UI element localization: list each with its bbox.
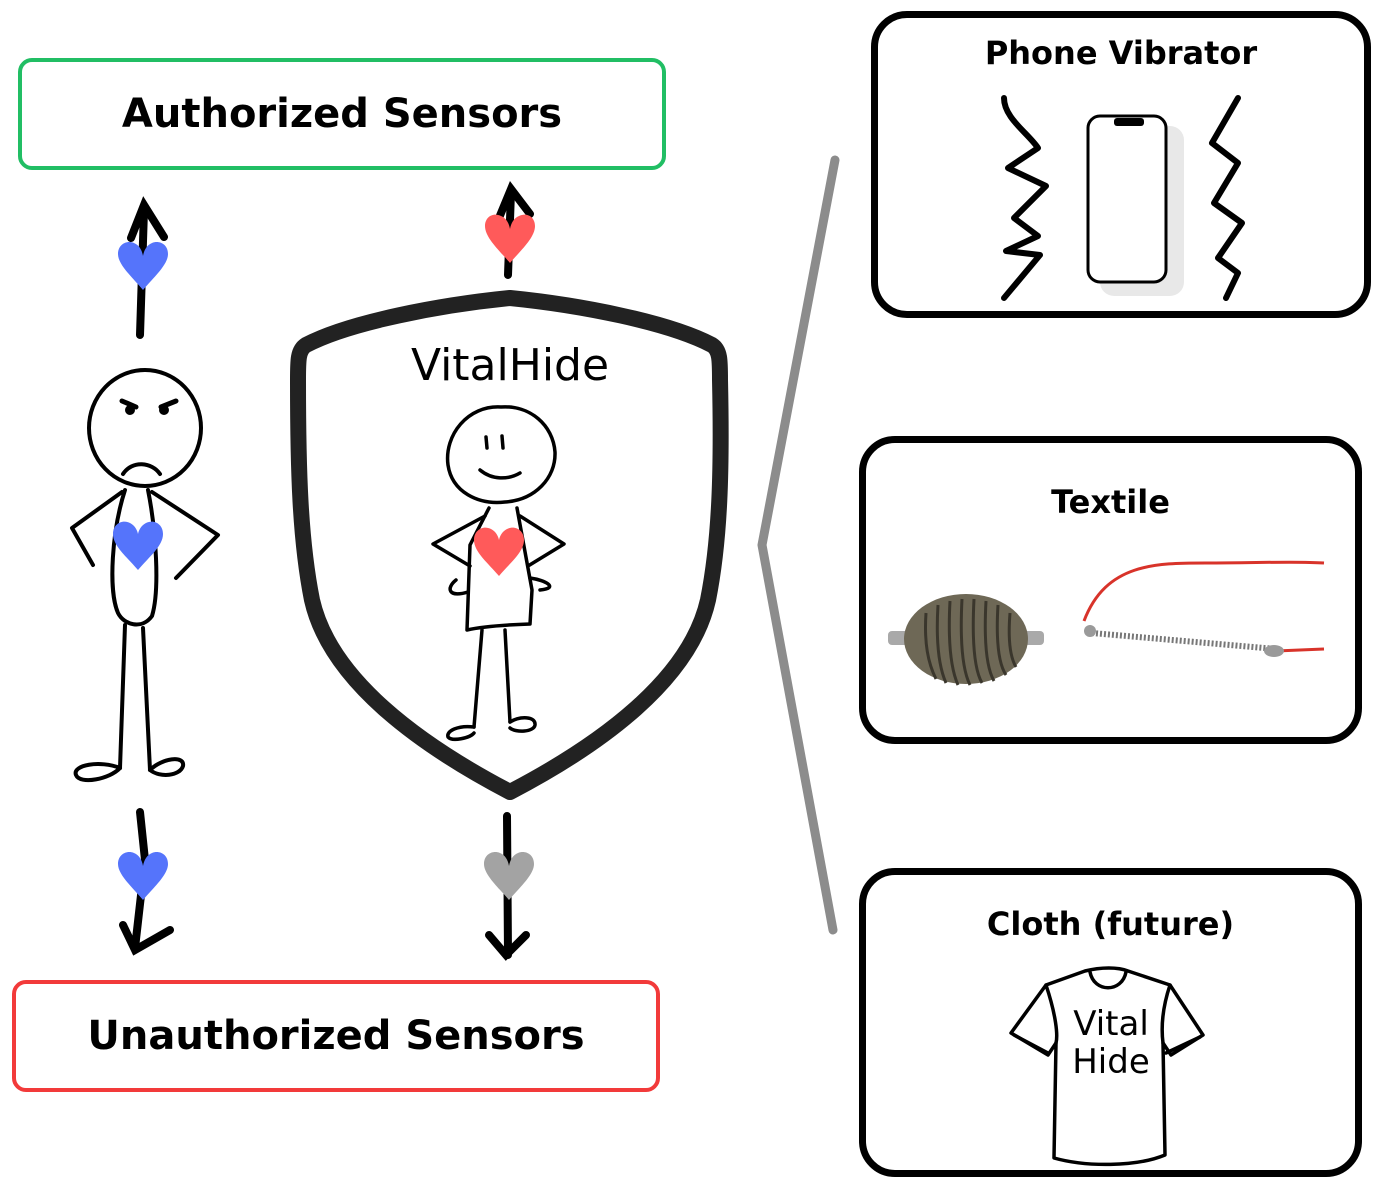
unauthorized-sensors-box: Unauthorized Sensors [12, 980, 660, 1092]
t-shirt-icon [1009, 966, 1205, 1167]
unprotected-person-figure [70, 368, 220, 783]
protected-person-figure [431, 405, 566, 741]
heart-red-up-icon [485, 214, 535, 263]
card-title-phone-vibrator: Phone Vibrator [984, 34, 1258, 72]
authorized-sensors-box: Authorized Sensors [18, 58, 666, 170]
implementations-bracket [757, 155, 840, 935]
card-title-textile: Textile [1051, 483, 1170, 521]
authorized-sensors-label: Authorized Sensors [121, 91, 563, 137]
card-phone-vibrator: Phone Vibrator [871, 11, 1371, 318]
heart-blue-chest-icon [113, 521, 163, 570]
phone-vibrating-icon [1001, 95, 1245, 301]
unauthorized-sensors-label: Unauthorized Sensors [87, 1013, 585, 1059]
shirt-text-line2: Hide [1072, 1042, 1150, 1082]
heart-grey-down-icon [484, 852, 534, 900]
card-cloth-future: Cloth (future) Vital Hide [859, 868, 1362, 1177]
shirt-text: Vital Hide [1056, 1005, 1166, 1081]
card-textile: Textile [859, 436, 1362, 744]
heart-red-chest-icon [474, 527, 524, 576]
heart-blue-down-icon [118, 852, 168, 900]
textile-electrode-photo [888, 560, 1325, 686]
heart-blue-up-icon [118, 242, 168, 290]
card-title-cloth: Cloth (future) [986, 905, 1235, 943]
vitalhide-label: VitalHide [410, 340, 610, 391]
shirt-text-line1: Vital [1073, 1004, 1149, 1044]
